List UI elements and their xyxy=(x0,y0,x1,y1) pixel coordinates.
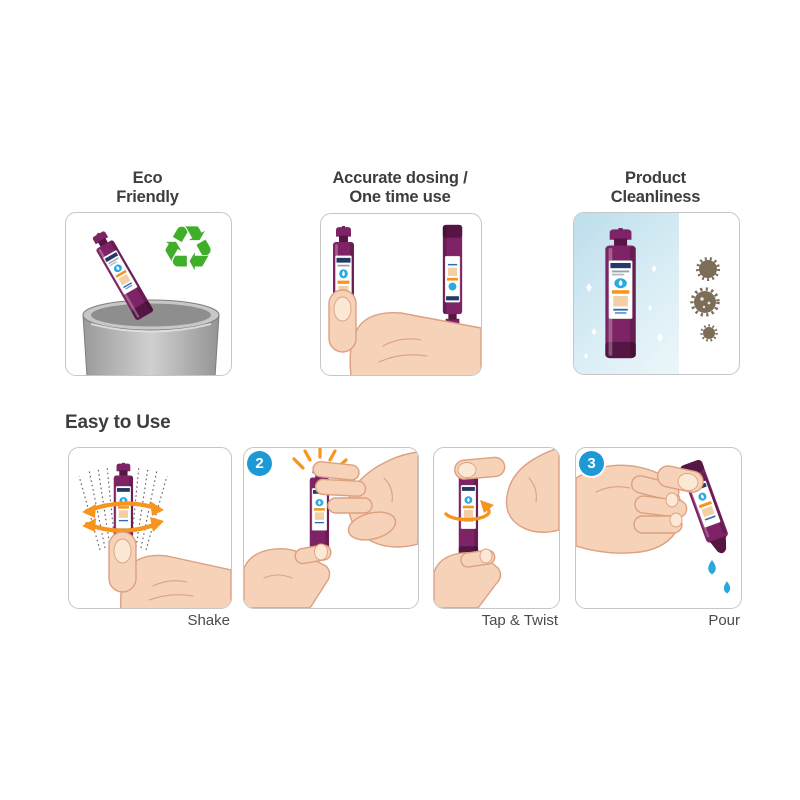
hand-upper xyxy=(454,448,559,533)
step-badge: 3 xyxy=(579,451,604,476)
feature-title-dosing: Accurate dosing / One time use xyxy=(320,160,480,206)
panel-step-shake xyxy=(68,447,232,609)
panel-step-twist xyxy=(433,447,560,609)
shake-illustration xyxy=(78,462,231,608)
panel-step-tap: 2 xyxy=(243,447,419,609)
recycle-icon: ♻ xyxy=(160,212,216,285)
panel-step-pour: 3 xyxy=(575,447,742,609)
vial-twisted xyxy=(458,460,479,559)
easy-to-use-heading: Easy to Use xyxy=(65,412,171,433)
title-line: Cleanliness xyxy=(610,187,701,206)
vial-label xyxy=(115,486,132,529)
feature-title-eco: Eco Friendly xyxy=(65,160,230,206)
panel-eco-friendly: ♻ xyxy=(65,212,232,376)
vial-label xyxy=(608,260,633,319)
shake-arrows xyxy=(82,501,164,533)
panel-product-cleanliness xyxy=(573,212,740,375)
cleanliness-illustration xyxy=(584,228,720,359)
step-caption-twist: Tap & Twist xyxy=(481,612,558,629)
step-caption-pour: Pour xyxy=(708,612,740,629)
germ-icon xyxy=(690,287,720,317)
pour-illustration xyxy=(576,459,731,594)
vial-label xyxy=(444,255,461,303)
germ-icon xyxy=(696,257,720,281)
germ-icon xyxy=(700,324,718,342)
hand-holding-vial xyxy=(108,531,231,608)
title-line: Accurate dosing / xyxy=(332,169,468,187)
vial-discarded xyxy=(92,231,153,320)
hand-pouring xyxy=(576,464,704,554)
drops-blue xyxy=(708,560,731,594)
vial-label xyxy=(103,250,138,295)
tap-illustration xyxy=(244,448,418,608)
step-caption-shake: Shake xyxy=(187,612,230,629)
hand-lower xyxy=(244,543,332,608)
panel-accurate-dosing xyxy=(320,213,482,376)
step-badge: 2 xyxy=(247,451,272,476)
hand-holding-vial xyxy=(328,289,481,375)
trash-bin-icon xyxy=(82,299,220,375)
feature-title-cleanliness: Product Cleanliness xyxy=(573,160,738,206)
eco-illustration xyxy=(82,231,220,375)
twist-illustration xyxy=(434,448,559,608)
hand-lower xyxy=(434,548,502,608)
vial-label xyxy=(311,488,328,531)
vial-inverted xyxy=(442,224,463,328)
shake-motion-lines xyxy=(78,465,168,551)
title-line: Product xyxy=(625,169,686,187)
vial-clean xyxy=(605,228,636,359)
vial-label xyxy=(460,485,477,529)
title-line: One time use xyxy=(349,187,451,206)
hand-upper xyxy=(312,451,418,548)
title-line: Friendly xyxy=(116,187,179,206)
title-line: Eco xyxy=(132,169,163,187)
twist-arrow xyxy=(444,500,494,522)
dosing-illustration xyxy=(328,224,481,375)
